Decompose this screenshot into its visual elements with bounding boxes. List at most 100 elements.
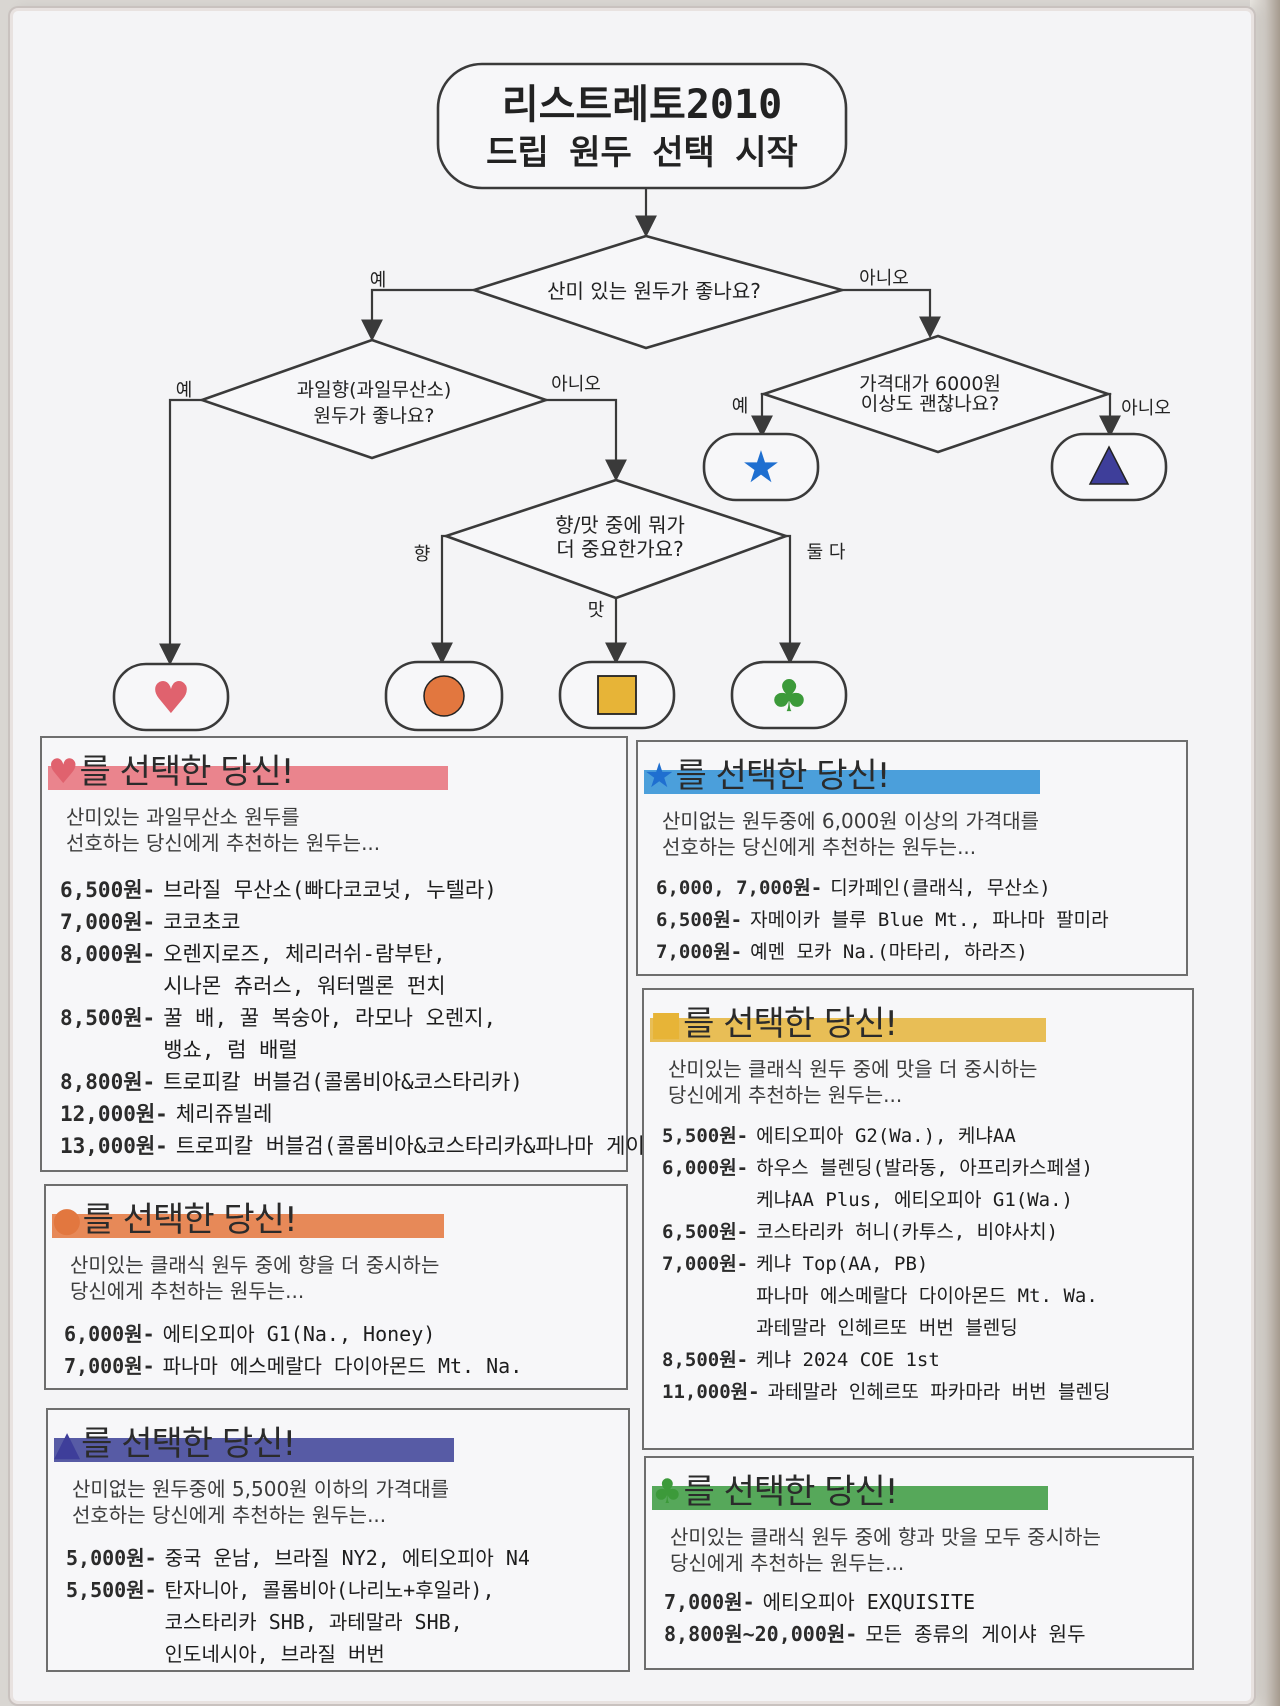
circle-icon: ● — [52, 1200, 82, 1240]
heart-item-text: 트로피칼 버블검(콜롬비아&코스타리카) — [163, 1070, 523, 1094]
club-box-list: 7,000원- 에티오피아 EXQUISITE 8,800원~20,000원-모든 … — [664, 1586, 1178, 1650]
background-edge — [1250, 0, 1280, 1706]
question-acidity — [469, 234, 847, 350]
question-price-line1: 가격대가 6000원 — [859, 373, 1001, 395]
square-list-item: 6,500원-코스타리카 허니(카투스, 비야사치) — [662, 1216, 1178, 1248]
flowchart: 리스트레토2010 드립 원두 선택 시작 산미 있는 원두가 좋나요? 예 아… — [112, 62, 1171, 732]
triangle-box-intro: 산미없는 원두중에 5,500원 이하의 가격대를 선호하는 당신에게 추천하는… — [72, 1477, 450, 1527]
star-list-item: 6,500원-자메이카 블루 Blue Mt., 파나마 팔미라 — [656, 904, 1172, 936]
square-item-text: 케냐AA Plus, 에티오피아 G1(Wa.) — [756, 1189, 1073, 1211]
triangle-box-title: ▲를 선택한 당신! — [54, 1424, 614, 1468]
star-item-text: 자메이카 블루 Blue Mt., 파나마 팔미라 — [750, 909, 1109, 931]
heart-price: 13,000원- — [60, 1134, 168, 1158]
square-list-item: 8,500원-케냐 2024 COE 1st — [662, 1344, 1178, 1376]
heart-price: 8,000원- — [60, 942, 156, 966]
club-items: 에티오피아 EXQUISITE — [755, 1586, 975, 1618]
start-subtitle: 드립 원두 선택 시작 — [486, 133, 798, 173]
square-box-title: ■를 선택한 당신! — [650, 1004, 1178, 1048]
question-fruity — [198, 338, 551, 460]
star-item-text: 디카페인(클래식, 무산소) — [830, 877, 1051, 899]
question-aroma-taste-line1: 향/맛 중에 뭐가 — [555, 513, 685, 537]
heart-item-text: 오렌지로즈, 체리러쉬-람부탄, — [163, 942, 446, 966]
triangle-price: 5,500원- — [66, 1578, 157, 1602]
circle-recommendation-box: ●를 선택한 당신! 산미있는 클래식 원두 중에 향을 더 중시하는 당신에게… — [44, 1184, 628, 1390]
label-both: 둘 다 — [807, 542, 846, 563]
circle-items: 에티오피아 G1(Na., Honey) — [155, 1318, 436, 1350]
circle-price: 7,000원- — [64, 1354, 155, 1378]
triangle-items: 탄자니아, 콜롬비아(나리노+후일라), 코스타리카 SHB, 과테말라 SHB,… — [157, 1574, 495, 1670]
heart-list-item: 6,500원-브라질 무산소(빠다코코넛, 누텔라) — [60, 874, 612, 906]
heart-items: 체리쥬빌레 — [168, 1098, 273, 1130]
heart-box-title-text: 를 선택한 당신! — [79, 752, 294, 792]
heart-item-text: 뱅쇼, 럼 배럴 — [163, 1038, 298, 1062]
question-acidity-text: 산미 있는 원두가 좋나요? — [547, 279, 761, 303]
star-icon: ★ — [644, 756, 675, 796]
circle-box-title-text: 를 선택한 당신! — [82, 1200, 298, 1240]
heart-price: 12,000원- — [60, 1102, 168, 1126]
circle-price: 6,000원- — [64, 1322, 155, 1346]
circle-item-text: 에티오피아 G1(Na., Honey) — [162, 1322, 436, 1346]
triangle-item-text: 인도네시아, 브라질 버번 — [164, 1642, 385, 1666]
star-box-title: ★를 선택한 당신! — [644, 756, 1172, 800]
circle-list-item: 6,000원- 에티오피아 G1(Na., Honey) — [64, 1318, 612, 1350]
question-fruity-line2: 원두가 좋나요? — [313, 405, 434, 427]
heart-items: 브라질 무산소(빠다코코넛, 누텔라) — [155, 874, 497, 906]
club-icon: ♣ — [652, 1472, 683, 1512]
club-items: 모든 종류의 게이샤 원두 — [857, 1618, 1085, 1650]
heart-list-item: 13,000원- 트로피칼 버블검(콜롬비아&코스타리카&파나마 게이샤) — [60, 1130, 677, 1162]
club-box-title-text: 를 선택한 당신! — [683, 1472, 898, 1512]
heart-item-text: 브라질 무산소(빠다코코넛, 누텔라) — [163, 878, 497, 902]
club-price: 7,000원- — [664, 1590, 755, 1614]
star-items: 예멘 모카 Na.(마타리, 하라즈) — [742, 936, 1028, 968]
square-items: 에티오피아 G2(Wa.), 케냐AA — [748, 1120, 1016, 1152]
square-list-item: 5,500원-에티오피아 G2(Wa.), 케냐AA — [662, 1120, 1178, 1152]
square-item-text: 과테말라 인헤르또 파카마라 버번 블렌딩 — [767, 1381, 1111, 1403]
heart-item-text: 트로피칼 버블검(콜롬비아&코스타리카&파나마 게이샤) — [175, 1134, 677, 1158]
club-item-text: 에티오피아 EXQUISITE — [762, 1590, 976, 1614]
triangle-item-text: 탄자니아, 콜롬비아(나리노+후일라), — [164, 1578, 495, 1602]
square-item-text: 하우스 블렌딩(발라동, 아프리카스페셜) — [756, 1157, 1094, 1179]
square-icon: ■ — [650, 1004, 682, 1044]
triangle-items: 중국 운남, 브라질 NY2, 에티오피아 N4 — [157, 1542, 530, 1574]
label-no-2: 아니오 — [551, 374, 601, 395]
circle-box-list: 6,000원-에티오피아 G1(Na., Honey)7,000원-파나마 에스… — [64, 1318, 612, 1382]
club-box-intro: 산미있는 클래식 원두 중에 향과 맛을 모두 중시하는 당신에게 추천하는 원… — [670, 1525, 1101, 1575]
triangle-recommendation-box: ▲를 선택한 당신! 산미없는 원두중에 5,500원 이하의 가격대를 선호하… — [46, 1408, 630, 1672]
star-price: 6,000, 7,000원- — [656, 877, 823, 899]
club-recommendation-box: ♣를 선택한 당신! 산미있는 클래식 원두 중에 향과 맛을 모두 중시하는 … — [644, 1456, 1194, 1670]
star-icon: ★ — [741, 442, 780, 493]
heart-item-text: 시나몬 츄러스, 워터멜론 펀치 — [163, 974, 446, 998]
triangle-item-text: 코스타리카 SHB, 과테말라 SHB, — [164, 1610, 463, 1634]
square-item-text: 코스타리카 허니(카투스, 비야사치) — [756, 1221, 1059, 1243]
square-box-title-text: 를 선택한 당신! — [683, 1004, 898, 1044]
question-fruity-line1: 과일향(과일무산소) — [297, 379, 452, 401]
triangle-icon: ▲ — [54, 1424, 80, 1464]
heart-items: 트로피칼 버블검(콜롬비아&코스타리카&파나마 게이샤) — [168, 1130, 677, 1162]
question-price-line2: 이상도 괜찮나요? — [861, 393, 1000, 415]
start-node — [436, 62, 848, 190]
heart-item-text: 코코초코 — [163, 910, 241, 934]
label-taste: 맛 — [588, 600, 605, 621]
heart-item-text: 체리쥬빌레 — [175, 1102, 273, 1126]
heart-list-item: 7,000원- 코코초코 — [60, 906, 612, 938]
club-list-item: 7,000원- 에티오피아 EXQUISITE — [664, 1586, 1178, 1618]
triangle-list-item: 5,500원- 탄자니아, 콜롬비아(나리노+후일라), 코스타리카 SHB, 과테… — [66, 1574, 614, 1670]
club-icon: ♣ — [769, 671, 808, 722]
label-no-1: 아니오 — [859, 268, 909, 289]
square-item-text: 케냐 Top(AA, PB) — [756, 1253, 929, 1275]
heart-list-item: 8,000원- 오렌지로즈, 체리러쉬-람부탄, 시나몬 츄러스, 워터멜론 펀치 — [60, 938, 612, 1002]
square-items: 과테말라 인헤르또 파카마라 버번 블렌딩 — [760, 1376, 1111, 1408]
label-yes-3: 예 — [732, 396, 749, 417]
heart-price: 8,500원- — [60, 1006, 156, 1030]
heart-price: 7,000원- — [60, 910, 156, 934]
square-list-item: 6,000원-하우스 블렌딩(발라동, 아프리카스페셜)케냐AA Plus, 에… — [662, 1152, 1178, 1216]
label-yes-1: 예 — [370, 270, 387, 291]
square-item-text: 파나마 에스메랄다 다이아몬드 Mt. Wa. — [756, 1285, 1098, 1307]
triangle-box-title-text: 를 선택한 당신! — [81, 1424, 296, 1464]
triangle-icon — [1088, 445, 1130, 485]
heart-icon: ♥ — [48, 752, 79, 792]
circle-icon — [423, 675, 465, 717]
club-price: 8,800원~20,000원- — [664, 1622, 858, 1646]
